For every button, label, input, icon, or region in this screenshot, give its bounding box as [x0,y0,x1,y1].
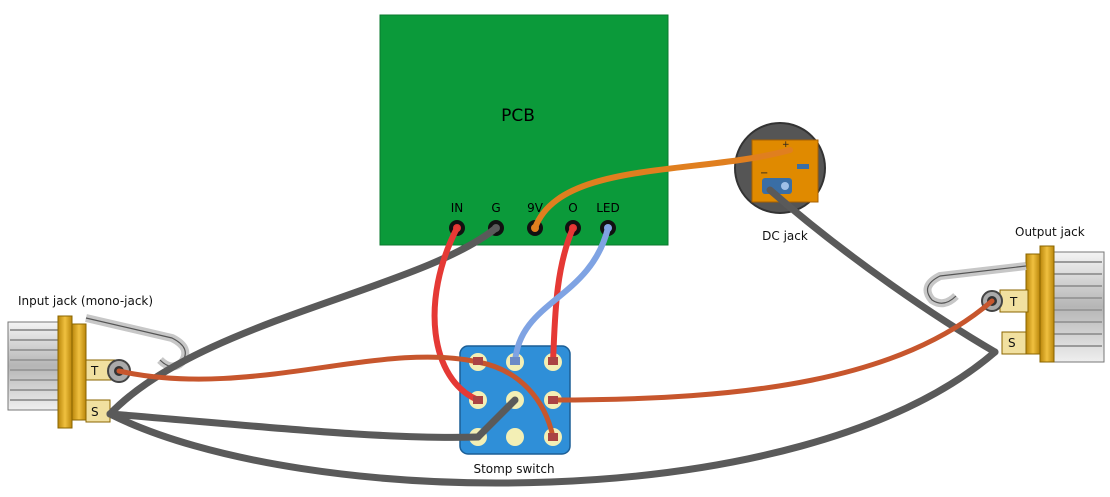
dc-minus-label: − [760,168,768,179]
dc-jack-caption: DC jack [762,229,808,243]
pad-label-9v: 9V [527,201,544,215]
wire-audio-switch-bridge [475,359,556,440]
output-tip-label: T [1009,295,1018,309]
wire-audio-switch-to-output [550,298,995,403]
stomp-switch-caption: Stomp switch [473,462,554,476]
stomp-switch: Stomp switch [459,345,571,476]
dc-jack: + − DC jack [734,122,826,243]
input-jack-caption: Input jack (mono-jack) [18,294,153,308]
wire-red-in-to-switch [431,225,481,403]
output-sleeve-label: S [1008,336,1016,350]
pcb-board: PCB IN G 9V O LED [379,14,669,246]
output-jack: Output jack T S [923,225,1105,363]
wires [106,147,999,487]
wire-ground-pcb-to-input [106,224,500,418]
wire-blue-led-to-switch [512,225,611,365]
wire-ground-input-to-output [106,348,999,487]
wire-audio-input-to-switch [116,354,481,382]
wire-ground-dc-to-output [766,186,999,356]
wire-orange-9v-to-dc [532,147,793,231]
output-jack-caption: Output jack [1015,225,1085,239]
pcb-title: PCB [501,106,535,126]
wire-ground-input-to-switch [106,410,482,441]
input-jack: Input jack (mono-jack) T S [7,294,190,429]
wire-ground-switch-jumper [474,396,519,441]
input-sleeve-label: S [91,405,99,419]
pad-label-out: O [568,201,577,215]
pad-label-g: G [491,201,500,215]
input-tip-label: T [90,364,99,378]
pad-label-in: IN [451,201,464,215]
pad-label-led: LED [596,201,620,215]
dc-plus-label: + [782,140,790,150]
